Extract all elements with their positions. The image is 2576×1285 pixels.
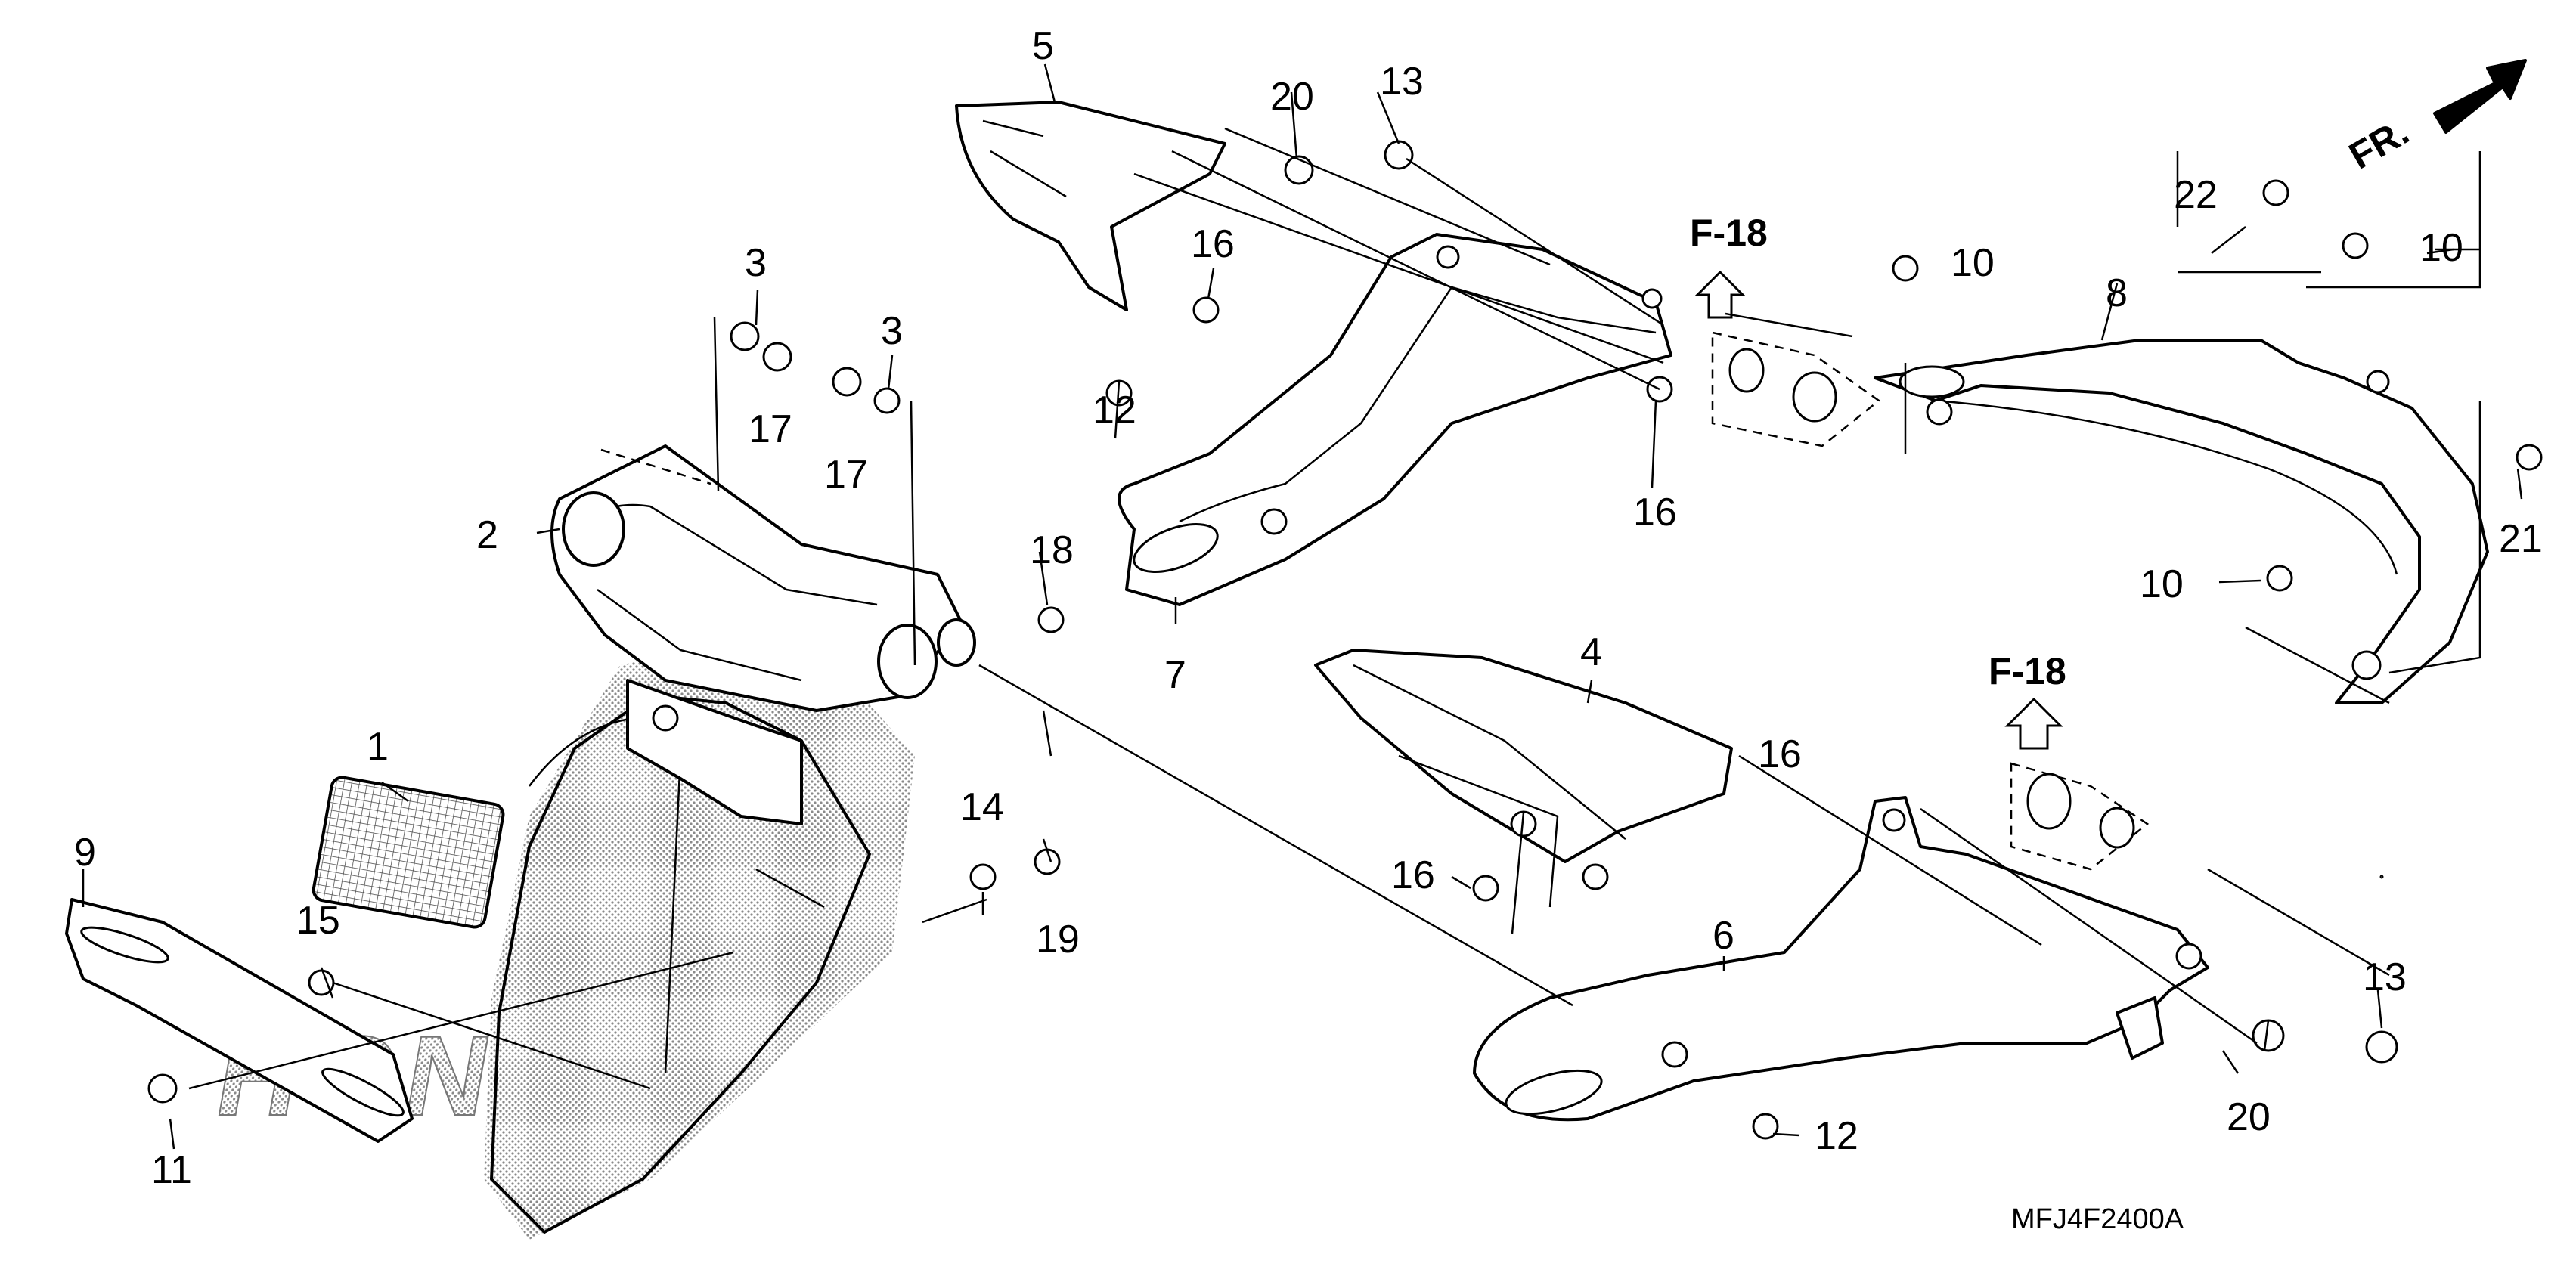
part-5-side-cover [955, 101, 1226, 311]
callout-17a: 17 [749, 407, 792, 451]
part-2-housing [550, 444, 962, 712]
callout-16c: 16 [1758, 732, 1802, 776]
rear-fender [484, 627, 915, 1240]
part-8-rear-cowl [1874, 339, 2489, 704]
callout-1: 1 [367, 725, 389, 769]
callout-18: 18 [1030, 528, 1074, 572]
callout-17b: 17 [824, 453, 868, 497]
callout-20a: 20 [1270, 75, 1314, 119]
callout-15: 15 [296, 899, 340, 943]
callout-13a: 13 [1380, 60, 1424, 104]
callout-10b: 10 [2419, 226, 2463, 270]
callout-19: 19 [1036, 918, 1080, 961]
callout-5: 5 [1032, 24, 1054, 68]
diagram-code: MFJ4F2400A [2011, 1203, 2184, 1235]
svg-text:F-18: F-18 [1989, 650, 2066, 692]
callout-3a: 3 [745, 241, 767, 285]
callout-14: 14 [960, 785, 1004, 829]
part-1-reflector [312, 776, 505, 929]
callout-16a: 16 [1191, 222, 1235, 266]
callout-4: 4 [1580, 630, 1602, 674]
callout-20b: 20 [2227, 1095, 2271, 1139]
callout-11: 11 [151, 1148, 192, 1192]
callout-13b: 13 [2363, 955, 2407, 999]
f18-grommet-top: F-18 [1690, 212, 1881, 447]
callout-8: 8 [2106, 271, 2128, 315]
callout-10c: 10 [2140, 562, 2184, 606]
svg-text:F-18: F-18 [1690, 212, 1768, 254]
callout-12a: 12 [1093, 389, 1136, 432]
callout-21: 21 [2499, 517, 2543, 561]
callout-10a: 10 [1951, 241, 1995, 285]
callout-9: 9 [74, 831, 96, 875]
part-callouts: 1 2 3 3 4 5 6 7 8 9 10 10 10 11 12 12 13… [74, 24, 2543, 1192]
callout-2: 2 [476, 513, 498, 557]
svg-text:FR.: FR. [2342, 110, 2416, 178]
callout-3b: 3 [881, 309, 903, 353]
front-arrow-icon: FR. [2342, 59, 2527, 178]
callout-7: 7 [1164, 653, 1186, 697]
callout-16d: 16 [1391, 853, 1435, 897]
leader-lines [82, 63, 2523, 1150]
callout-12b: 12 [1815, 1114, 1858, 1158]
callout-6: 6 [1713, 914, 1734, 958]
callout-16b: 16 [1633, 491, 1677, 534]
callout-22: 22 [2174, 173, 2218, 217]
f18-grommet-bottom: F-18 [1989, 650, 2150, 871]
part-2-socket [562, 491, 625, 567]
